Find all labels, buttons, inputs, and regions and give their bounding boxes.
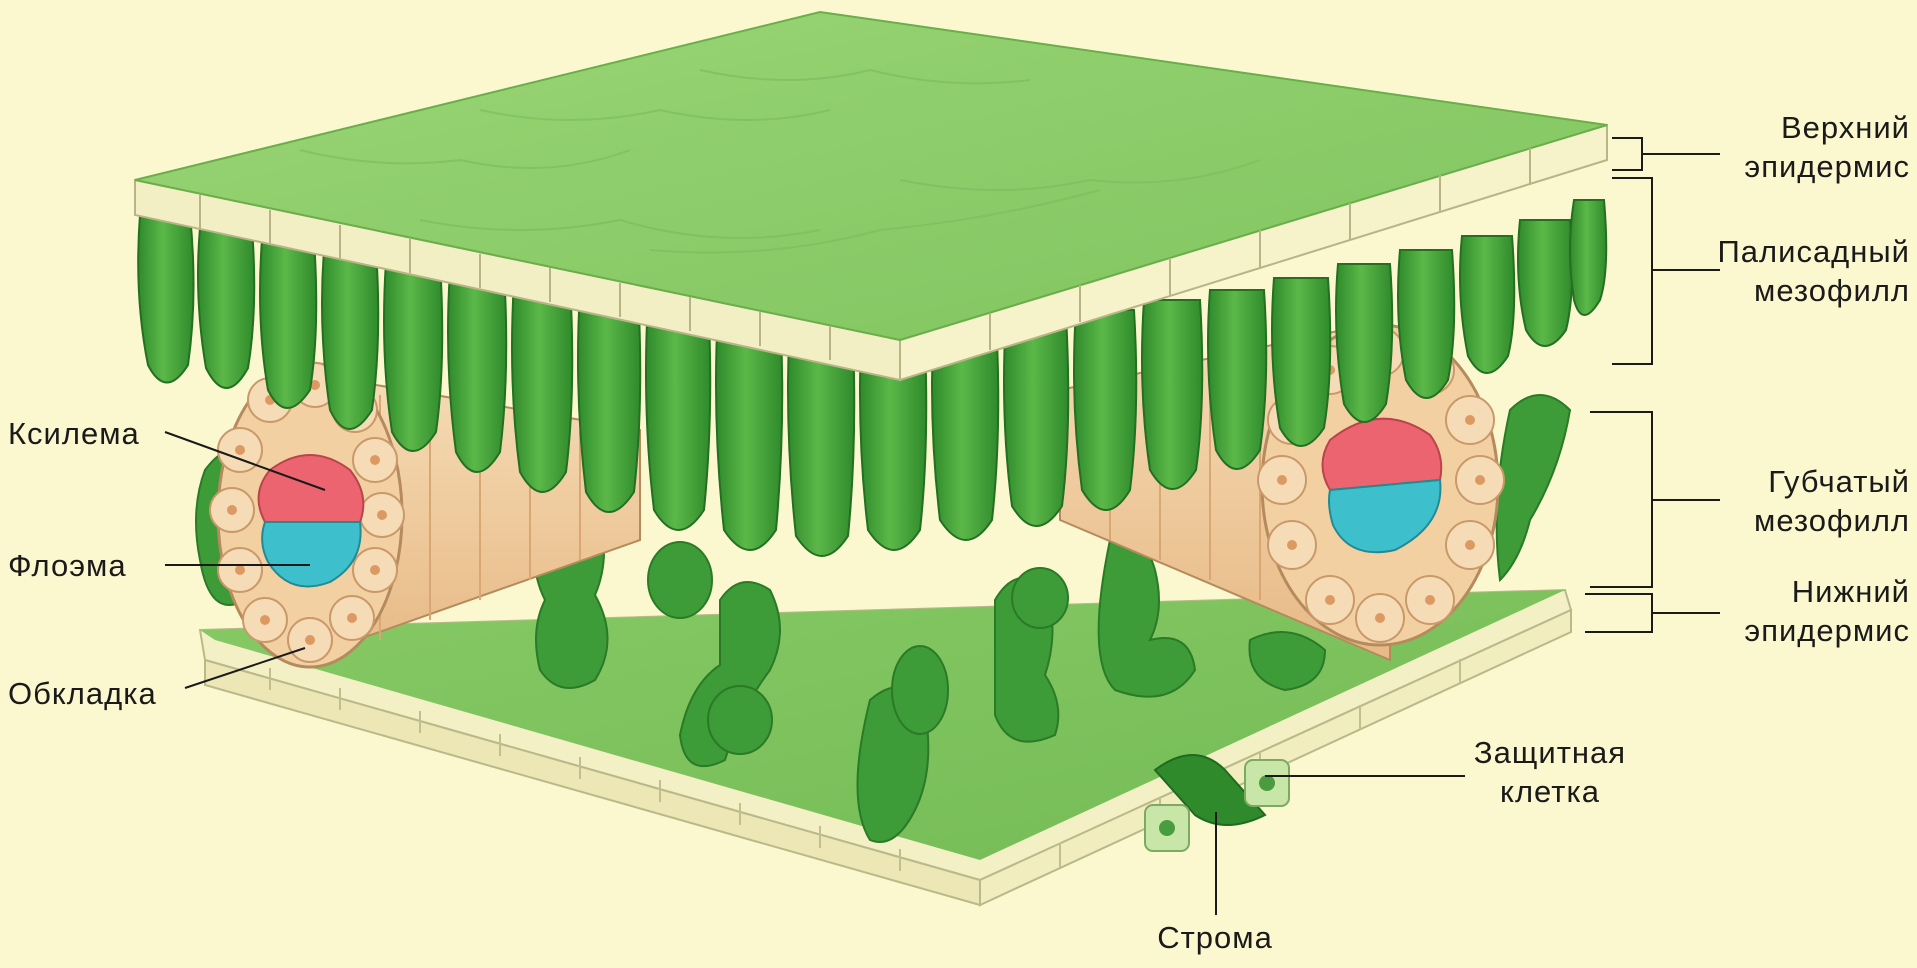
label-stoma: Строма <box>1120 918 1310 957</box>
label-phloem: Флоэма <box>8 546 127 585</box>
label-palisade-mesophyll: Палисадный мезофилл <box>1660 232 1910 310</box>
label-xylem: Ксилема <box>8 414 140 453</box>
label-sheath: Обкладка <box>8 674 157 713</box>
label-upper-epidermis: Верхний эпидермис <box>1660 108 1910 186</box>
label-lower-epidermis: Нижний эпидермис <box>1660 572 1910 650</box>
label-guard-cell: Защитная клетка <box>1440 733 1660 811</box>
label-spongy-mesophyll: Губчатый мезофилл <box>1660 462 1910 540</box>
